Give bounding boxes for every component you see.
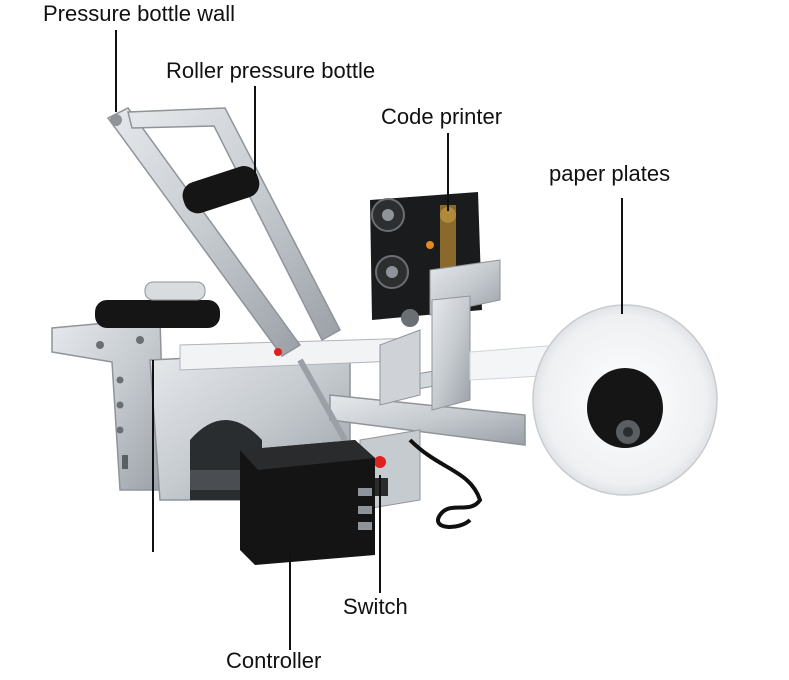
controller-box-illustration (240, 440, 375, 565)
paper-roll-illustration (469, 304, 718, 496)
code-printer-illustration (370, 192, 501, 411)
pressure-arm-illustration (106, 107, 348, 442)
label-roller-pressure-bottle: Roller pressure bottle (166, 58, 376, 83)
leader-switch (379, 475, 381, 593)
label-pressure-bottle-wall: Pressure bottle wall (43, 1, 235, 26)
leader-code-printer (447, 133, 449, 211)
label-code-printer: Code printer (381, 104, 503, 129)
leader-controller (289, 550, 291, 650)
label-switch: Switch (343, 594, 408, 619)
leader-paper-plates (621, 198, 623, 314)
label-controller: Controller (226, 648, 322, 673)
leader-frame-left (152, 360, 154, 552)
bottle-rollers (95, 281, 220, 328)
leader-pressure-bottle-wall (115, 30, 117, 112)
leader-roller-pressure-bottle (254, 86, 256, 176)
label-paper-plates: paper plates (549, 161, 671, 186)
